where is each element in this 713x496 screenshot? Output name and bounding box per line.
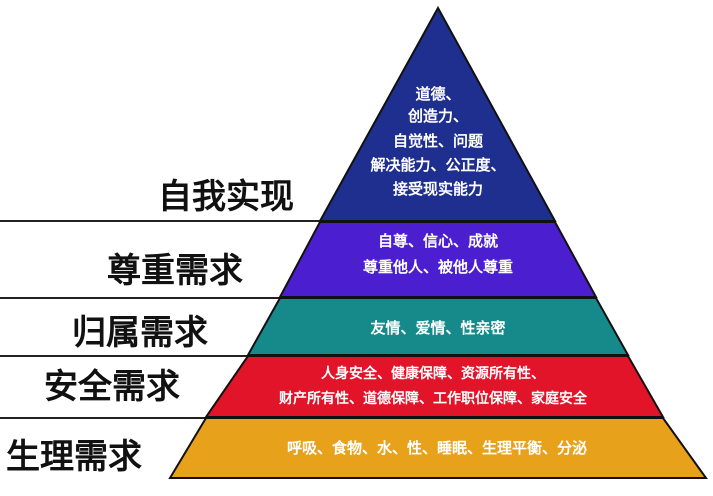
level-description-line: 尊重他人、被他人尊重 (363, 258, 513, 276)
level-description-line: 解决能力、公正度、 (370, 156, 505, 174)
level-label: 安全需求 (44, 367, 180, 407)
level-description-line: 自尊、信心、成就 (378, 232, 498, 250)
level-label: 自我实现 (158, 177, 294, 217)
level-description-line: 人身安全、健康保障、资源所有性、 (321, 365, 545, 382)
level-label: 归属需求 (72, 313, 208, 353)
level-physiological: 生理需求 呼吸、食物、水、性、睡眠、生理平衡、分泌 (6, 417, 708, 479)
level-belonging: 归属需求 友情、爱情、性亲密 (72, 297, 630, 356)
level-label: 生理需求 (6, 437, 142, 477)
level-band (168, 417, 708, 479)
level-label: 尊重需求 (107, 251, 243, 291)
level-description-line: 接受现实能力 (393, 180, 483, 198)
level-description-line: 自觉性、问题 (393, 132, 484, 150)
level-description-line: 创造力、 (407, 107, 468, 125)
level-description-line: 友情、爱情、性亲密 (370, 319, 505, 337)
level-esteem: 尊重需求 自尊、信心、成就 尊重他人、被他人尊重 (107, 221, 598, 298)
level-self-actualization: 自我实现 道德、 创造力、 自觉性、问题 解决能力、公正度、 接受现实能力 (158, 5, 557, 222)
level-safety: 安全需求 人身安全、健康保障、资源所有性、 财产所有性、道德保障、工作职位保障、… (44, 355, 665, 418)
level-description-line: 财产所有性、道德保障、工作职位保障、家庭安全 (278, 390, 588, 407)
level-description-line: 道德、 (415, 85, 460, 103)
level-description-line: 呼吸、食物、水、性、睡眠、生理平衡、分泌 (287, 439, 587, 457)
